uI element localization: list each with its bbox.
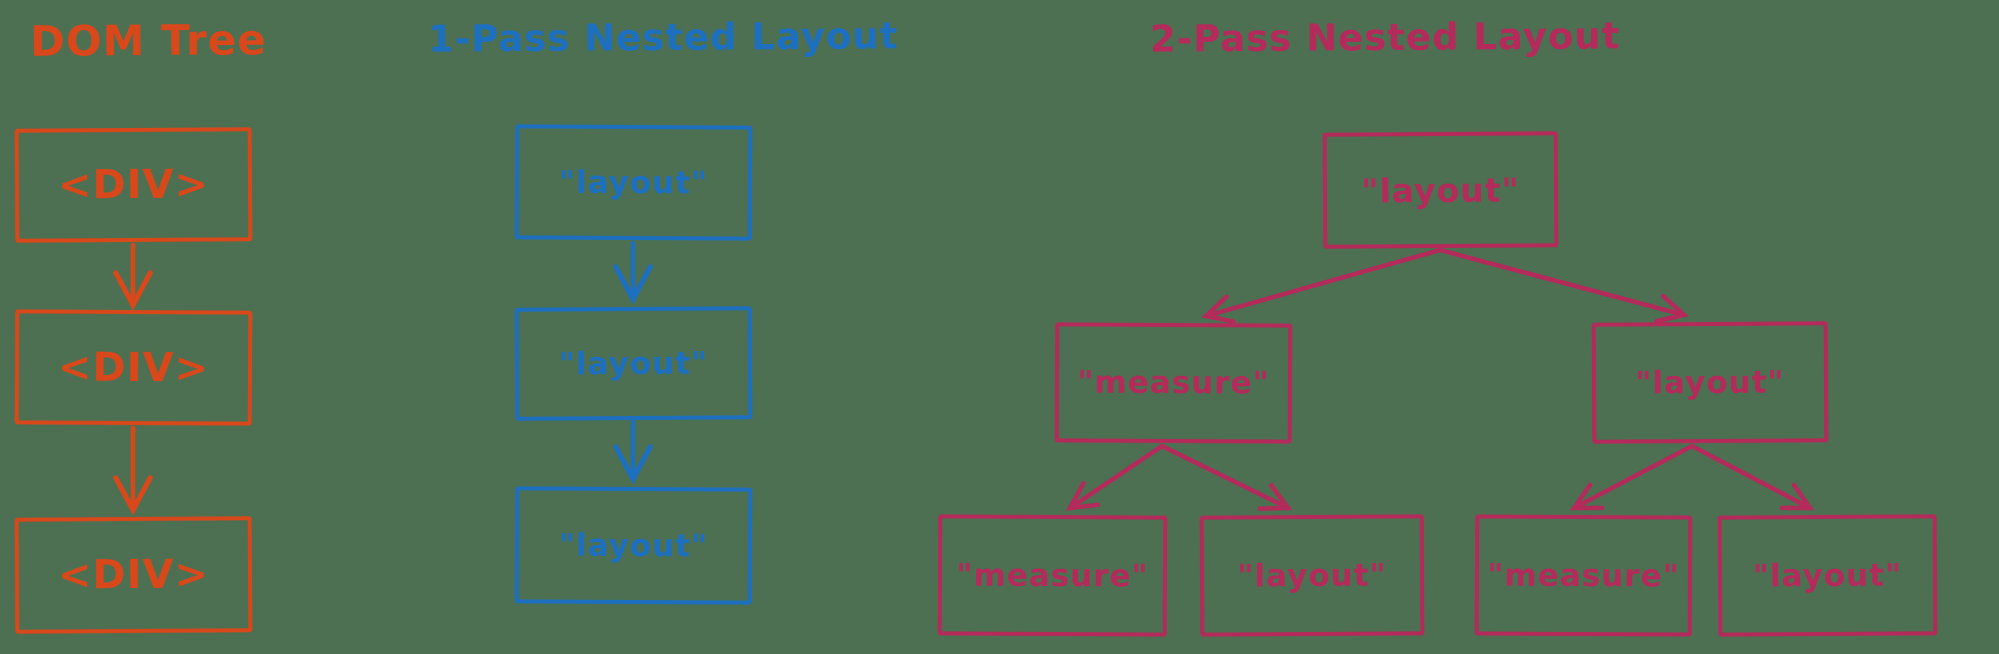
two-pass-child-measure: "measure"	[1054, 322, 1293, 444]
two-pass-child-layout-label: "layout"	[1635, 364, 1785, 401]
two-pass-arrow-root-left	[1201, 247, 1443, 324]
two-pass-leaf-measure-1: "measure"	[937, 514, 1168, 637]
two-pass-leaf-layout-1: "layout"	[1199, 514, 1425, 637]
one-pass-title: 1-Pass Nested Layout	[427, 14, 899, 61]
two-pass-child-measure-label: "measure"	[1077, 364, 1270, 402]
two-pass-root: "layout"	[1322, 131, 1559, 249]
dom-node-1: <DIV>	[14, 127, 253, 243]
two-pass-arrow-layout-right	[1689, 443, 1815, 511]
two-pass-arrow-layout-left	[1569, 443, 1695, 511]
two-pass-arrow-measure-right	[1159, 443, 1293, 511]
two-pass-arrow-root-right	[1437, 247, 1689, 324]
two-pass-leaf-measure-2-label: "measure"	[1487, 556, 1680, 595]
two-pass-leaf-layout-1-label: "layout"	[1237, 557, 1387, 594]
one-pass-node-1: "layout"	[514, 124, 753, 241]
one-pass-node-3-label: "layout"	[558, 527, 709, 564]
one-pass-node-3: "layout"	[514, 486, 753, 605]
two-pass-leaf-layout-2: "layout"	[1717, 514, 1938, 637]
dom-node-3: <DIV>	[14, 516, 253, 634]
one-pass-node-1-label: "layout"	[558, 164, 709, 201]
dom-node-2: <DIV>	[14, 309, 253, 426]
two-pass-arrow-measure-left	[1065, 443, 1165, 511]
two-pass-leaf-layout-2-label: "layout"	[1752, 557, 1903, 594]
two-pass-child-layout: "layout"	[1591, 321, 1829, 444]
one-pass-node-2: "layout"	[514, 306, 753, 421]
two-pass-title: 2-Pass Nested Layout	[1149, 14, 1621, 61]
dom-node-3-label: <DIV>	[57, 551, 210, 599]
dom-tree-title: DOM Tree	[29, 15, 267, 66]
two-pass-root-label: "layout"	[1361, 170, 1520, 210]
dom-node-2-label: <DIV>	[57, 344, 210, 391]
dom-node-1-label: <DIV>	[57, 161, 210, 209]
two-pass-leaf-measure-2: "measure"	[1474, 514, 1693, 637]
one-pass-node-2-label: "layout"	[558, 345, 709, 382]
two-pass-leaf-measure-1-label: "measure"	[956, 556, 1149, 595]
